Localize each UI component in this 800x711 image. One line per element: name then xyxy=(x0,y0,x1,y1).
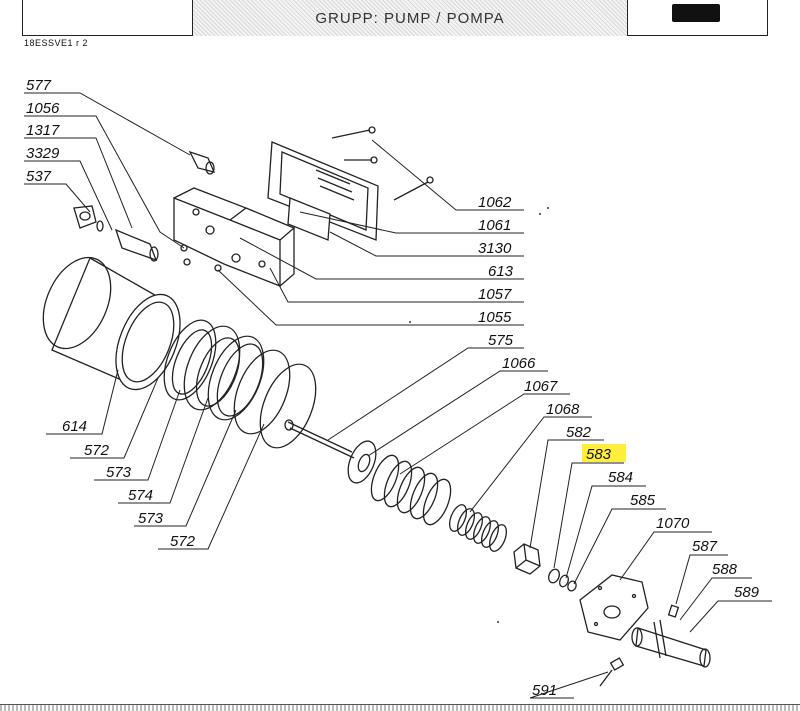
redacted-mark xyxy=(672,4,720,22)
scan-specks xyxy=(409,207,549,623)
part-label-575: 575 xyxy=(488,332,514,349)
part-label-588: 588 xyxy=(712,561,738,578)
part-label-1067: 1067 xyxy=(524,378,558,395)
group-title: GRUPP: PUMP / POMPA xyxy=(315,10,505,27)
part-label-1062: 1062 xyxy=(478,194,512,211)
spring-large xyxy=(370,454,452,526)
seal-ring-stack xyxy=(163,319,317,449)
hex-nut xyxy=(513,543,541,575)
part-label-587: 587 xyxy=(692,538,718,555)
part-label-584: 584 xyxy=(608,469,633,486)
part-label-585: 585 xyxy=(630,492,656,509)
part-label-1055: 1055 xyxy=(478,309,512,326)
part-label-1070: 1070 xyxy=(656,515,690,532)
part-label-1056: 1056 xyxy=(26,100,60,117)
part-label-577: 577 xyxy=(26,77,52,94)
part-label-583: 583 xyxy=(586,446,612,463)
part-labels: 577 1056 1317 3329 537 1062 1061 3130 61… xyxy=(26,77,760,699)
part-label-614: 614 xyxy=(62,418,87,435)
valve-block xyxy=(173,187,296,287)
drawing-ref-code: 18ESSVE1 r 2 xyxy=(24,38,89,48)
flange-plate xyxy=(579,574,649,641)
washer-585 xyxy=(567,580,577,592)
motor-body xyxy=(42,256,181,391)
highlight-583 xyxy=(582,444,626,462)
part-label-589: 589 xyxy=(734,584,760,601)
oring-1317 xyxy=(183,258,191,266)
footer-strip xyxy=(0,704,800,711)
part-label-572-upper: 572 xyxy=(84,442,110,459)
part-label-582: 582 xyxy=(566,424,592,441)
part-label-1061: 1061 xyxy=(478,217,511,234)
switch-housing xyxy=(267,141,379,241)
washer-583 xyxy=(548,568,560,584)
part-label-573-upper: 573 xyxy=(106,464,132,481)
pin-587 xyxy=(667,604,680,618)
spring-small xyxy=(449,504,507,552)
part-label-537: 537 xyxy=(26,168,52,185)
oring-1056 xyxy=(180,244,188,252)
part-label-613: 613 xyxy=(488,263,514,280)
part-label-1057: 1057 xyxy=(478,286,512,303)
group-title-box: GRUPP: PUMP / POMPA xyxy=(192,0,628,36)
output-shaft xyxy=(631,619,711,668)
part-label-591: 591 xyxy=(532,682,557,699)
housing-screws xyxy=(331,126,434,201)
piston-rod xyxy=(284,419,377,484)
part-label-3329: 3329 xyxy=(26,145,60,162)
part-label-3130: 3130 xyxy=(478,240,512,257)
leader-lines xyxy=(24,92,772,699)
part-label-1066: 1066 xyxy=(502,355,536,372)
screw-591 xyxy=(599,657,625,687)
part-label-572-lower: 572 xyxy=(170,533,196,550)
part-label-1317: 1317 xyxy=(26,122,60,139)
part-label-1068: 1068 xyxy=(546,401,580,418)
fitting-577 xyxy=(188,150,216,175)
part-label-574: 574 xyxy=(128,487,153,504)
fitting-3329 xyxy=(114,228,159,262)
part-label-573-lower: 573 xyxy=(138,510,164,527)
